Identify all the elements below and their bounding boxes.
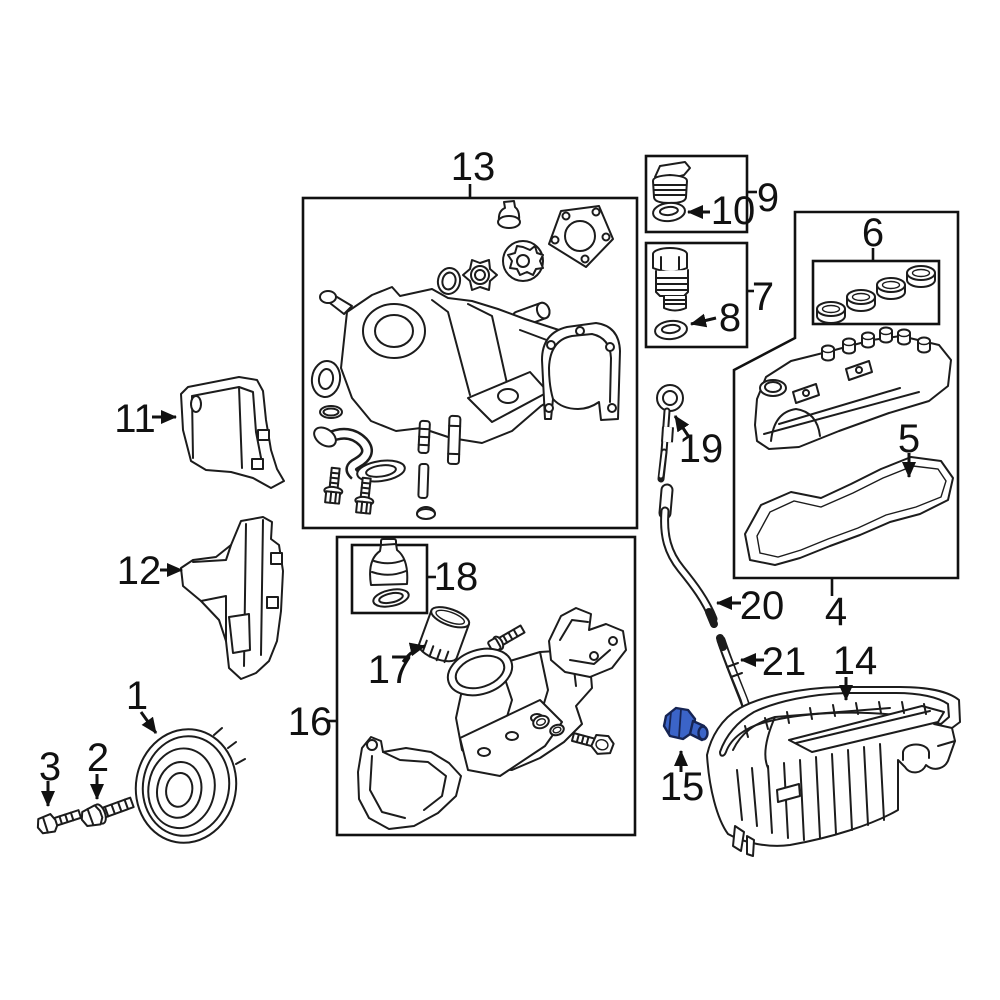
oil-drain-plug-highlighted — [662, 706, 709, 742]
callout-12: 12 — [117, 549, 162, 593]
callout-13: 13 — [451, 145, 496, 189]
o-ring-icon — [436, 267, 462, 295]
bolt-icon — [354, 476, 375, 515]
o-ring-small-icon — [319, 405, 343, 419]
oil-filler-cap-icon — [652, 161, 691, 204]
callout-6: 6 — [862, 211, 884, 255]
callout-labels: 1 2 3 4 5 6 7 8 9 10 11 12 13 14 15 16 1… — [39, 145, 920, 809]
plug-cap-icon — [497, 200, 521, 229]
callout-10: 10 — [711, 189, 756, 233]
pump-rotor-icon — [462, 259, 498, 291]
callout-2: 2 — [87, 736, 109, 780]
tube-seal-icon — [846, 289, 876, 312]
callout-3: 3 — [39, 745, 61, 789]
callout-7: 7 — [752, 275, 774, 319]
rear-seal-plate-icon — [541, 322, 621, 421]
bolt-icon — [487, 624, 526, 653]
callout-16: 16 — [288, 700, 333, 744]
tube-seal-icon — [906, 265, 936, 288]
valve-cover-box — [732, 210, 960, 580]
bolt-icon — [323, 466, 344, 505]
callout-leaders — [41, 184, 916, 807]
callout-8: 8 — [719, 296, 741, 340]
filter-seal-icon — [654, 319, 688, 341]
spark-plug-tube-seals-box — [811, 259, 941, 326]
oil-filter-element-icon — [652, 247, 689, 312]
callout-9: 9 — [757, 176, 779, 220]
pump-cover-plate-icon — [548, 205, 614, 268]
callout-4: 4 — [825, 590, 847, 634]
crank-seal-icon — [310, 360, 342, 398]
mount-bracket-icon — [357, 736, 462, 830]
oil-filter-box — [644, 241, 749, 349]
timing-cover-lower-icon — [180, 516, 284, 680]
callout-19: 19 — [679, 427, 724, 471]
callout-1: 1 — [126, 674, 148, 718]
small-bolt-icon — [36, 809, 82, 835]
valve-cover-icon — [754, 326, 952, 450]
filter-cap-icon — [369, 538, 409, 586]
oil-filter-housing-box — [335, 535, 637, 837]
oil-pump-assembly-box — [301, 196, 639, 530]
callout-17: 17 — [368, 648, 413, 692]
gerotor-gear-icon — [502, 240, 544, 282]
callout-14: 14 — [833, 639, 878, 683]
cap-o-ring-icon — [372, 588, 410, 608]
callout-20: 20 — [740, 584, 785, 628]
valve-cover-gasket-icon — [744, 456, 954, 566]
tube-seal-icon — [816, 301, 846, 324]
tube-seal-icon — [876, 277, 906, 300]
housing-o-ring-icon — [549, 723, 565, 737]
crankshaft-pulley-icon — [134, 727, 246, 844]
oil-pickup-tube-icon — [313, 426, 406, 483]
callout-15: 15 — [660, 765, 705, 809]
callout-21: 21 — [762, 640, 807, 684]
filter-cap-box — [350, 538, 429, 615]
cap-seal-icon — [652, 201, 686, 223]
dipstick-icon — [656, 384, 684, 483]
callout-11: 11 — [114, 397, 156, 441]
dowel-stud-icon — [416, 414, 462, 520]
timing-cover-upper-icon — [180, 376, 285, 489]
oil-pump-housing-icon — [319, 286, 593, 444]
oil-pan-icon — [706, 686, 961, 857]
dipstick-tube-icon — [658, 483, 718, 628]
lower-tube-icon — [716, 634, 754, 719]
callout-18: 18 — [434, 555, 479, 599]
heat-shield-icon — [548, 607, 627, 678]
pulley-bolt-icon — [80, 796, 135, 828]
housing-o-ring-icon — [532, 714, 550, 730]
callout-5: 5 — [898, 417, 920, 461]
oil-filler-cap-box — [644, 154, 749, 234]
bolt-icon — [570, 732, 615, 755]
